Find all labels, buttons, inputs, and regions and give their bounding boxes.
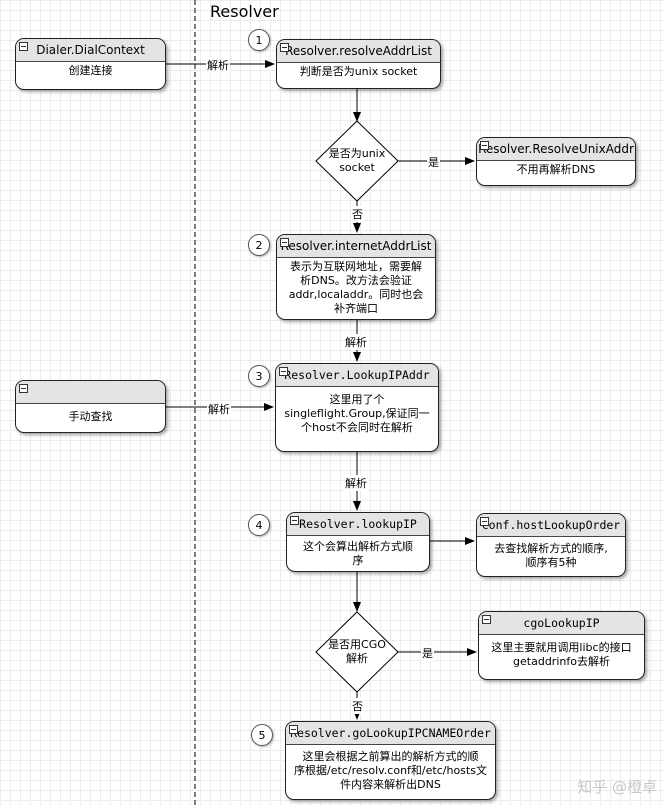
step-number-3: 3: [248, 365, 270, 387]
collapse-icon: [289, 725, 298, 734]
host-lookup-order-node: conf.hostLookupOrder 去查找解析方式的顺序, 顺序有5种: [476, 513, 626, 577]
step-number-5: 5: [251, 724, 273, 746]
decision-cgo-label: 是否用CGO 解析: [328, 638, 386, 665]
watermark: 知乎 @橙卓: [577, 778, 657, 796]
node-header: Resolver.ResolveUnixAddr: [477, 138, 635, 161]
decision-diamond-cgo: [315, 611, 399, 693]
edge-label-no-2: 否: [351, 698, 364, 714]
edge-label-parse-2: 解析: [344, 334, 368, 350]
resolve-addr-list-node: Resolver.resolveAddrList 判断是否为unix socke…: [276, 39, 441, 89]
collapse-icon: [280, 238, 289, 247]
lookup-ip-addr-node: Resolver.LookupIPAddr 这里用了个 singleflight…: [275, 363, 439, 452]
edge-label-parse-4: 解析: [344, 475, 368, 491]
lookup-ip-node: Resolver.lookupIP 这个会算出解析方式顺 序: [286, 512, 430, 572]
collapse-icon: [480, 141, 489, 150]
edge-label-yes-1: 是: [427, 154, 440, 170]
edge-label-parse-3: 解析: [207, 401, 231, 417]
collapse-icon: [480, 517, 489, 526]
node-header: [16, 381, 165, 404]
dialer-dialcontext-node: Dialer.DialContext 创建连接: [15, 38, 166, 90]
node-header: Resolver.goLookupIPCNAMEOrder: [286, 722, 495, 745]
edge-label-no-1: 否: [351, 206, 364, 222]
edge-label-yes-2: 是: [421, 645, 434, 661]
node-header: Resolver.LookupIPAddr: [276, 364, 438, 387]
cgo-lookup-ip-node: cgoLookupIP 这里主要就用调用libc的接口 getaddrinfo去…: [478, 611, 645, 680]
resolve-unix-addr-node: Resolver.ResolveUnixAddr 不用再解析DNS: [476, 137, 636, 186]
node-header: conf.hostLookupOrder: [477, 514, 625, 537]
go-lookup-ipcname-order-node: Resolver.goLookupIPCNAMEOrder 这里会根据之前算出的…: [285, 721, 496, 800]
collapse-icon: [19, 42, 28, 51]
node-header: Dialer.DialContext: [16, 39, 165, 62]
decision-unix-label: 是否为unix socket: [328, 147, 386, 174]
step-number-2: 2: [248, 234, 270, 256]
collapse-icon: [290, 516, 299, 525]
node-header: Resolver.resolveAddrList: [277, 40, 440, 63]
collapse-icon: [280, 43, 289, 52]
internet-addr-list-node: Resolver.internetAddrList 表示为互联网地址，需要解 析…: [276, 234, 436, 320]
step-number-4: 4: [248, 514, 270, 536]
step-number-1: 1: [248, 29, 270, 51]
collapse-icon: [19, 384, 28, 393]
node-header: Resolver.lookupIP: [287, 513, 429, 536]
lane-title: Resolver: [210, 2, 279, 21]
collapse-icon: [279, 367, 288, 376]
node-header: Resolver.internetAddrList: [277, 235, 435, 258]
collapse-icon: [482, 615, 491, 624]
node-header: cgoLookupIP: [479, 612, 644, 635]
decision-diamond-unix: [315, 120, 399, 202]
edge-label-parse-1: 解析: [206, 57, 230, 73]
manual-lookup-node: 手动查找: [15, 380, 166, 433]
